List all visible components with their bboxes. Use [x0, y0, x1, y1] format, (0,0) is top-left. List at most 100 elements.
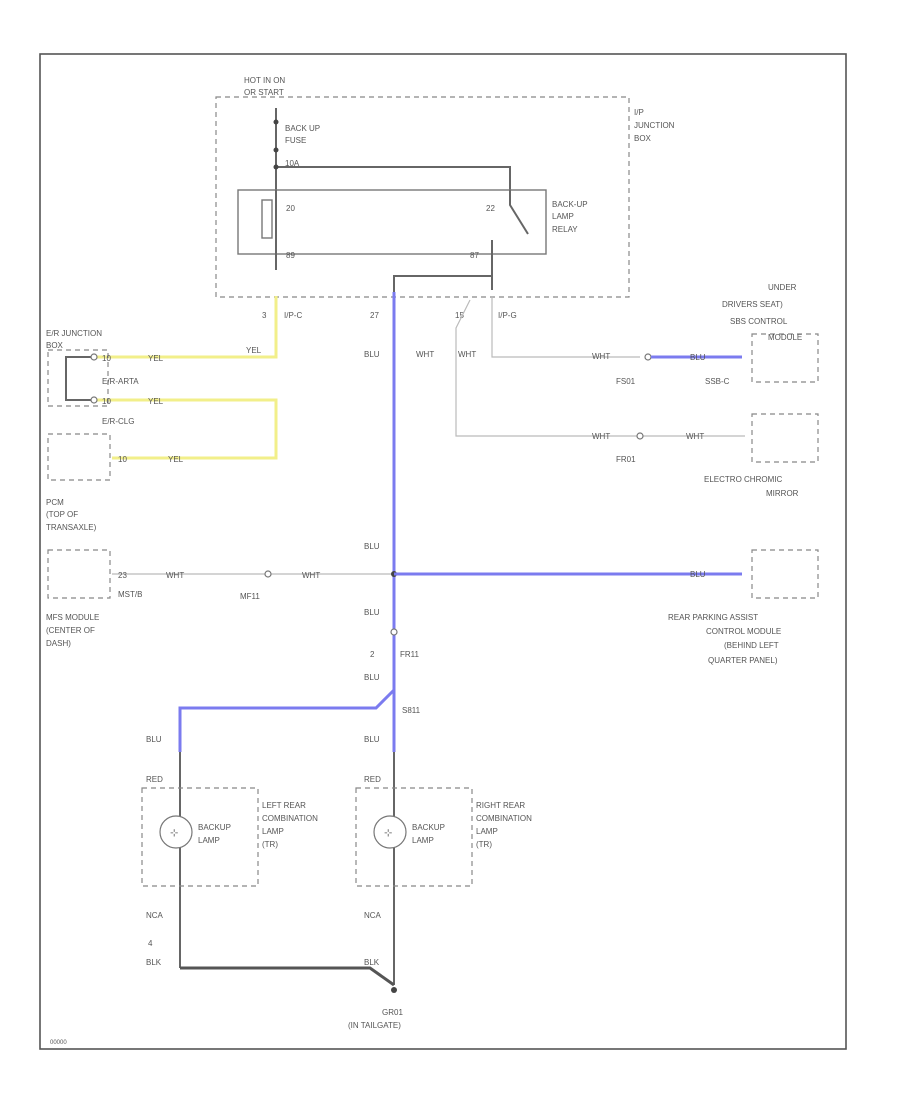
pin-27-label: 27	[370, 311, 379, 320]
fr01-connector	[636, 432, 644, 440]
relay-output-wire	[393, 275, 492, 292]
nca-left-label: NCA	[146, 911, 164, 920]
backup-lamp-relay	[237, 189, 547, 255]
gnd-pin-label: 4	[148, 939, 153, 948]
er-pin-b	[90, 396, 98, 404]
relay-switch-feed	[276, 166, 511, 190]
backup-fuse-label: BACK UP	[285, 124, 320, 133]
blu-seat-label: BLU	[690, 353, 706, 362]
seat-label: DRIVERS SEAT)	[722, 300, 783, 309]
rrcl-label: RIGHT REAR	[476, 801, 525, 810]
pcm-pin-label: 10	[118, 455, 127, 464]
blu-label: BLU	[364, 350, 380, 359]
rpa-label: (BEHIND LEFT	[724, 641, 779, 650]
rpa-label: REAR PARKING ASSIST	[668, 613, 758, 622]
s811-label: S811	[402, 706, 421, 715]
rrcl-label: (TR)	[476, 840, 492, 849]
backup-fuse-label: FUSE	[285, 136, 306, 145]
wht-ecm-label: WHT	[686, 432, 704, 441]
left-lamp-label: LAMP	[198, 836, 220, 845]
pcm-box	[47, 433, 111, 481]
relay-coil	[261, 199, 273, 239]
rrcl-label: COMBINATION	[476, 814, 532, 823]
right-lamp-label: LAMP	[412, 836, 434, 845]
bulb-icon: ⊹	[170, 828, 178, 839]
relay-label: LAMP	[552, 212, 574, 221]
wht-label: WHT	[458, 350, 476, 359]
relay-pin-label: 89	[286, 251, 295, 260]
fuse-split-node	[273, 164, 279, 170]
er-pin-label: 10	[102, 397, 111, 406]
seat-label: UNDER	[768, 283, 797, 292]
left-rear-combination-lamp	[141, 787, 259, 887]
feed-node	[273, 119, 279, 125]
lrcl-label: (TR)	[262, 840, 278, 849]
er-pin-label: 10	[102, 354, 111, 363]
ipc-pin-label: 3	[262, 311, 267, 320]
ssbc-label: SSB-C	[705, 377, 730, 386]
blk-left-label: BLK	[146, 958, 162, 967]
or-start-label: OR START	[244, 88, 284, 97]
right-rear-combination-lamp	[355, 787, 473, 887]
nca-right-label: NCA	[364, 911, 382, 920]
wht-ecm-label: WHT	[592, 432, 610, 441]
pcm-label: PCM	[46, 498, 64, 507]
fr01-label: FR01	[616, 455, 636, 464]
relay-label: BACK-UP	[552, 200, 588, 209]
mfs-module	[47, 549, 111, 599]
fuse-node	[273, 147, 279, 153]
rpa-label: QUARTER PANEL)	[708, 656, 778, 665]
relay-pin-label: 22	[486, 204, 495, 213]
fr11-label: FR11	[400, 650, 420, 659]
fr11-pin-label: 2	[370, 650, 375, 659]
pcm-label: TRANSAXLE)	[46, 523, 97, 532]
rear-parking-assist-module	[751, 549, 819, 599]
lrcl-label: LEFT REAR	[262, 801, 306, 810]
pin-15-label: 15	[455, 311, 464, 320]
relay-pin-label: 20	[286, 204, 295, 213]
relay-label: RELAY	[552, 225, 578, 234]
ecm-label: MIRROR	[766, 489, 799, 498]
bulb-icon: ⊹	[384, 828, 392, 839]
sbs-control-module	[751, 333, 819, 383]
relay-pin-label: 87	[470, 251, 479, 260]
figure-id: 00000	[50, 1040, 67, 1046]
white-wire-mirror	[455, 299, 745, 437]
rrcl-label: LAMP	[476, 827, 498, 836]
ip-junction-box	[215, 96, 630, 298]
pcm-yel-label: YEL	[168, 455, 184, 464]
fs01-label: FS01	[616, 377, 636, 386]
rpa-label: CONTROL MODULE	[706, 627, 781, 636]
blk-right-label: BLK	[364, 958, 380, 967]
wht-mfs-label: WHT	[302, 571, 320, 580]
er-yel-label: YEL	[246, 346, 262, 355]
wht-label: WHT	[592, 352, 610, 361]
er-yel-label: YEL	[148, 397, 164, 406]
ground-point	[391, 987, 397, 993]
mfs-label: (CENTER OF	[46, 626, 95, 635]
er-junction-box	[47, 349, 109, 407]
mf11-label: MF11	[240, 592, 260, 601]
ipc-label: I/P-C	[284, 311, 302, 320]
red-left-label: RED	[146, 775, 163, 784]
mfs-pin-label: 23	[118, 571, 127, 580]
ip-junction-label: I/P	[634, 108, 644, 117]
ip-junction-label: BOX	[634, 134, 652, 143]
electro-chromic-mirror	[751, 413, 819, 463]
white-wire-seat	[491, 296, 640, 358]
seat-label: SBS CONTROL	[730, 317, 788, 326]
er-junction-label: E/R JUNCTION	[46, 329, 102, 338]
fs01-connector	[644, 353, 652, 361]
ground-label: (IN TAILGATE)	[348, 1021, 401, 1030]
wht-mfs-label: WHT	[166, 571, 184, 580]
er-junction-jumper	[65, 356, 92, 401]
ip-junction-label: JUNCTION	[634, 121, 675, 130]
seat-label: MODULE	[768, 333, 802, 342]
red-right-label: RED	[364, 775, 381, 784]
left-backup-lamp-bulb	[159, 815, 193, 849]
pcm-label: (TOP OF	[46, 510, 78, 519]
fr11-connector	[390, 628, 398, 636]
erclg-label: E/R-CLG	[102, 417, 134, 426]
mfs-conn-label: MST/B	[118, 590, 142, 599]
